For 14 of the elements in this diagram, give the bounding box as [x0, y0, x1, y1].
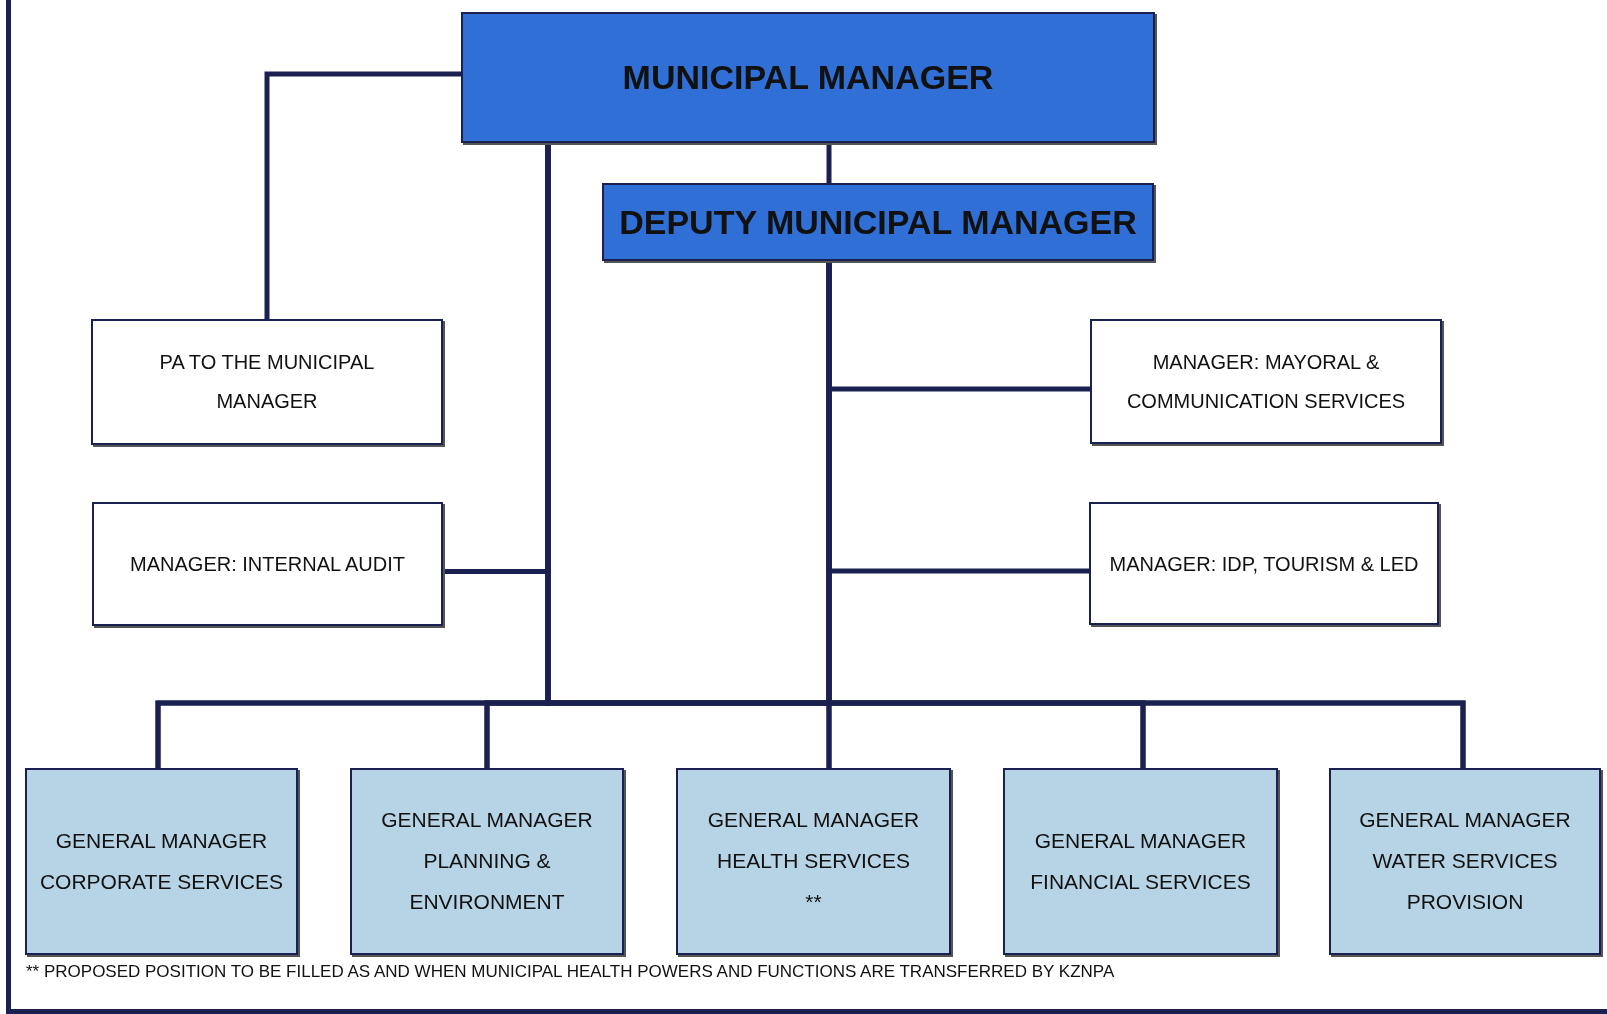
- position-box: GENERAL MANAGER PLANNING & ENVIRONMENT: [350, 768, 624, 955]
- position-box: GENERAL MANAGER HEALTH SERVICES **: [676, 768, 951, 955]
- position-box: GENERAL MANAGER FINANCIAL SERVICES: [1003, 768, 1278, 955]
- position-box: MUNICIPAL MANAGER: [461, 12, 1155, 143]
- position-box: PA TO THE MUNICIPAL MANAGER: [91, 319, 443, 445]
- position-box: MANAGER: INTERNAL AUDIT: [92, 502, 443, 626]
- position-box: DEPUTY MUNICIPAL MANAGER: [602, 183, 1154, 261]
- connector-line: [264, 71, 461, 319]
- position-box: GENERAL MANAGER WATER SERVICES PROVISION: [1329, 768, 1601, 955]
- position-box: MANAGER: IDP, TOURISM & LED: [1089, 502, 1439, 625]
- footnote: ** PROPOSED POSITION TO BE FILLED AS AND WHEN MUNICIPAL HEALTH POWERS AND FUNCTIONS ARE TRANSFERRED BY KZNPA: [26, 962, 1115, 982]
- position-box: MANAGER: MAYORAL & COMMUNICATION SERVICES: [1090, 319, 1442, 444]
- position-box: GENERAL MANAGER CORPORATE SERVICES: [25, 768, 298, 955]
- connector-line: [826, 143, 832, 183]
